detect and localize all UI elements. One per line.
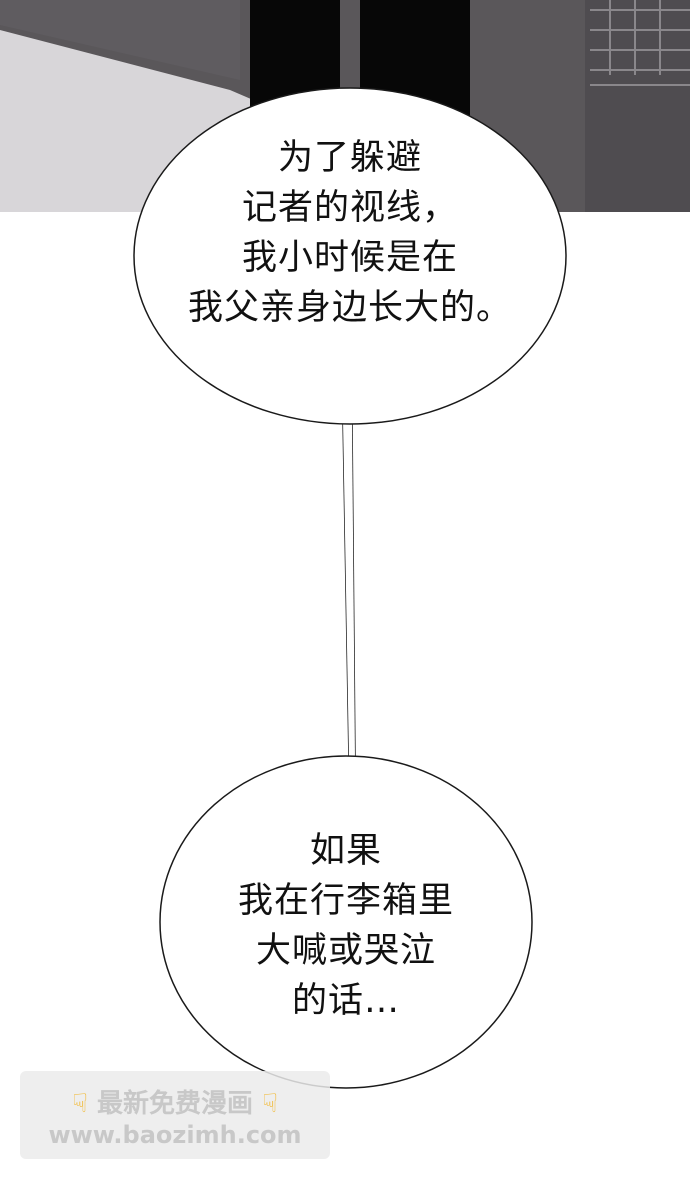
bubble-1-line-1: 为了躲避 bbox=[277, 138, 422, 178]
bubble-connector-fill bbox=[343, 420, 355, 760]
bubble-2-line-3: 大喊或哭泣 bbox=[255, 931, 436, 971]
bubble-2-line-2: 我在行李箱里 bbox=[237, 881, 454, 921]
speech-bubble-1 bbox=[133, 87, 567, 425]
bubble-1-line-3: 我小时候是在 bbox=[241, 238, 458, 278]
watermark-title: 最新免费漫画 bbox=[96, 1089, 253, 1119]
building-windows bbox=[590, 0, 690, 86]
watermark-line-1: ☟ 最新免费漫画 ☟ bbox=[30, 1083, 320, 1120]
building bbox=[585, 0, 690, 212]
bubble-1-line-2: 记者的视线， bbox=[241, 188, 458, 228]
pointing-down-hand-icon: ☟ bbox=[262, 1089, 278, 1119]
watermark-url: www.baozimh.com bbox=[48, 1121, 302, 1149]
speech-bubble-1-text: 为了躲避 记者的视线， 我小时候是在 我父亲身边长大的。 bbox=[150, 133, 550, 333]
bubble-1-line-4: 我父亲身边长大的。 bbox=[187, 288, 512, 328]
bubble-2-line-4: 的话… bbox=[291, 981, 400, 1021]
speech-bubble-2-text: 如果 我在行李箱里 大喊或哭泣 的话… bbox=[196, 826, 496, 1026]
shadow-wall-shape bbox=[0, 0, 240, 80]
pointing-down-hand-icon: ☟ bbox=[72, 1089, 88, 1119]
comic-panel-top bbox=[0, 0, 690, 212]
panel-artwork bbox=[0, 0, 690, 212]
watermark: ☟ 最新免费漫画 ☟ www.baozimh.com bbox=[20, 1071, 330, 1159]
speech-bubble-2 bbox=[159, 755, 533, 1089]
bubble-2-line-1: 如果 bbox=[309, 831, 382, 871]
